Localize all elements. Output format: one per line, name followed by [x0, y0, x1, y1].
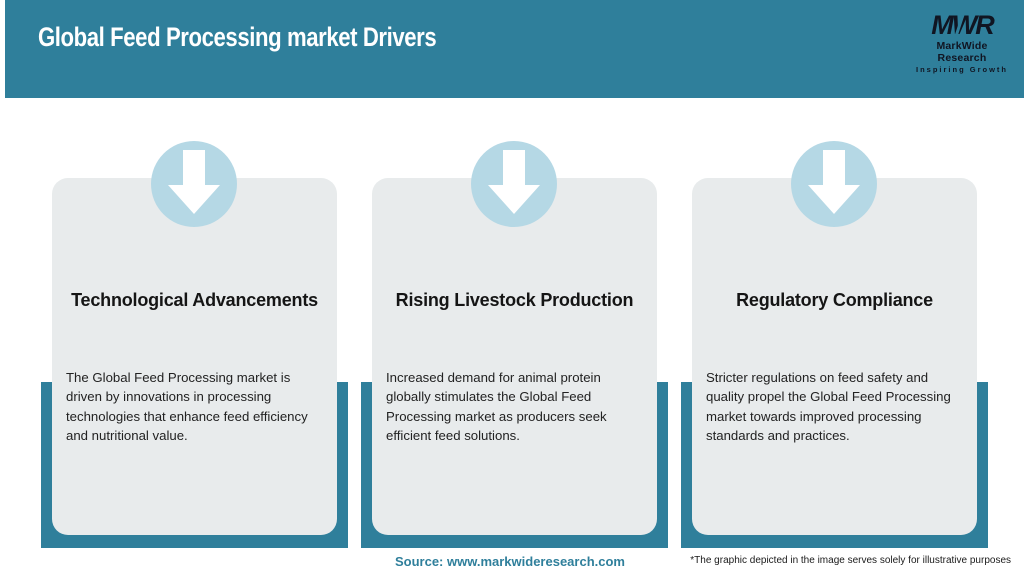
header-bar: Global Feed Processing market Drivers MW…	[5, 0, 1024, 98]
down-arrow-icon	[471, 141, 557, 227]
driver-card: Rising Livestock Production Increased de…	[372, 178, 657, 535]
logo-acronym: MWR	[931, 12, 995, 39]
source-attribution: Source: www.markwideresearch.com	[394, 554, 625, 569]
driver-card: Regulatory Compliance Stricter regulatio…	[692, 178, 977, 535]
card-body: Increased demand for animal protein glob…	[386, 370, 607, 443]
driver-card-group-rising-livestock-production: Rising Livestock Production Increased de…	[361, 141, 668, 548]
disclaimer-note: *The graphic depicted in the image serve…	[690, 555, 1011, 566]
markwide-research-logo: MWR MarkWide Research Inspiring Growth	[912, 12, 1012, 75]
logo-name: MarkWide Research	[936, 40, 988, 64]
card-body: Stricter regulations on feed safety and …	[706, 370, 951, 443]
driver-card: Technological Advancements The Global Fe…	[52, 178, 337, 535]
down-arrow-icon	[791, 141, 877, 227]
page-title: Global Feed Processing market Drivers	[38, 22, 437, 52]
card-body: The Global Feed Processing market is dri…	[66, 370, 308, 443]
driver-card-group-regulatory-compliance: Regulatory Compliance Stricter regulatio…	[681, 141, 988, 548]
card-title: Regulatory Compliance	[736, 290, 933, 310]
card-title: Technological Advancements	[71, 290, 318, 310]
logo-tagline: Inspiring Growth	[916, 65, 1008, 74]
driver-card-group-technological-advancements: Technological Advancements The Global Fe…	[41, 141, 348, 548]
down-arrow-icon	[151, 141, 237, 227]
card-title: Rising Livestock Production	[395, 290, 634, 310]
